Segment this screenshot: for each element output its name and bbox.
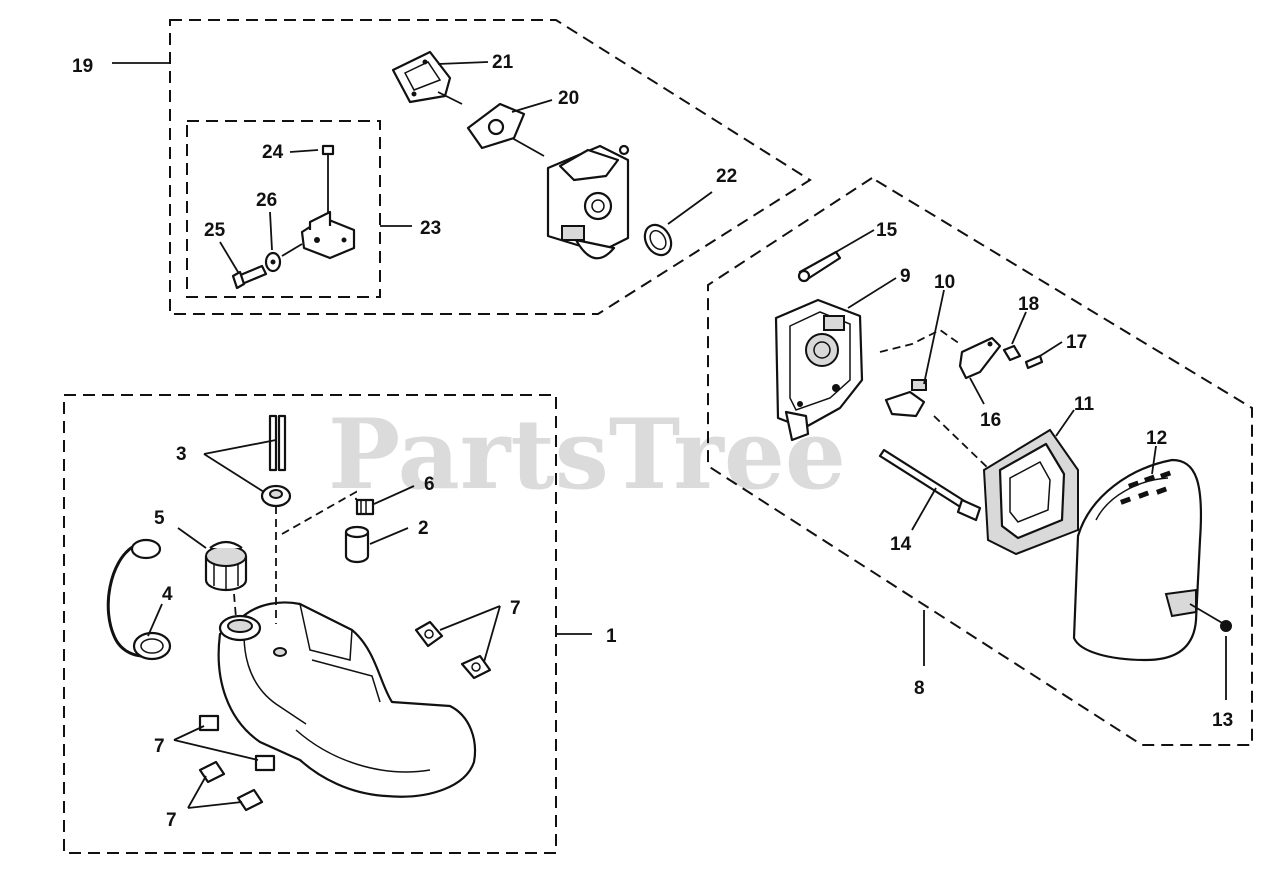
callout-9: 9 [900, 266, 911, 287]
leader-14 [911, 487, 937, 531]
throttle-bracket-boundary [186, 120, 381, 298]
callout-12: 12 [1146, 428, 1167, 449]
carburetor-assembly-boundary [169, 19, 812, 315]
callout-11: 11 [1074, 394, 1095, 415]
gasket-part-21[interactable] [391, 50, 452, 104]
callout-3: 3 [176, 444, 187, 465]
leader-9 [847, 277, 897, 309]
assembly-line-cap [233, 593, 237, 619]
leader-7-lower-c [187, 775, 207, 809]
callout-4: 4 [162, 584, 173, 605]
grommet-part-7-lower-a[interactable] [198, 714, 220, 732]
fuel-cap-part-5[interactable] [204, 540, 248, 592]
leader-7-lower-b [173, 739, 259, 761]
screw-part-24[interactable] [321, 144, 335, 212]
callout-17: 17 [1066, 332, 1087, 353]
filter-weight-part-2[interactable] [344, 525, 370, 564]
callout-21: 21 [492, 52, 514, 73]
leader-22 [667, 191, 713, 225]
fuel-tank-body[interactable] [217, 601, 476, 798]
callout-7-lower: 7 [166, 810, 177, 831]
leader-15 [835, 229, 875, 253]
callout-22: 22 [716, 166, 737, 187]
callout-16: 16 [980, 410, 1001, 431]
callout-5: 5 [154, 508, 165, 529]
leader-4 [147, 603, 163, 637]
leader-16 [969, 377, 985, 405]
leader-7-lower-a [173, 725, 205, 741]
filter-part-6[interactable] [355, 498, 375, 516]
leader-7-upper-b [483, 605, 501, 663]
cap-retainer-part-4[interactable] [106, 538, 172, 661]
washer-part-18[interactable] [1002, 344, 1022, 362]
leader-17 [1039, 341, 1063, 357]
callout-7-upper: 7 [510, 598, 521, 619]
fuel-line-part-3[interactable] [260, 414, 292, 508]
leader-21 [437, 61, 489, 65]
callout-26: 26 [256, 190, 277, 211]
leader-11 [1055, 409, 1075, 437]
leader-2 [369, 527, 409, 545]
leader-20b [511, 137, 545, 157]
callout-25: 25 [204, 220, 226, 241]
leader-24 [289, 149, 319, 153]
leader-18 [1011, 311, 1027, 345]
leader-5 [177, 527, 207, 549]
callout-7-middle: 7 [154, 736, 165, 757]
air-filter-element-part-11[interactable] [982, 428, 1079, 556]
callout-14: 14 [890, 534, 912, 555]
callout-20: 20 [558, 88, 579, 109]
leader-7-lower-d [187, 801, 243, 809]
fuel-tank-group [63, 394, 592, 854]
callout-10: 10 [934, 272, 955, 293]
leader-20 [511, 99, 553, 113]
cover-screw-part-13[interactable] [1189, 603, 1232, 632]
bracket-part-23[interactable] [300, 210, 356, 260]
leader-21b [437, 91, 463, 105]
leader-25 [219, 241, 239, 273]
grommet-part-7-upper-a[interactable] [414, 620, 444, 648]
choke-shutter-part-16[interactable] [958, 336, 1002, 380]
long-screw-part-14[interactable] [878, 448, 982, 522]
screw-part-25[interactable] [231, 264, 268, 290]
callout-6: 6 [424, 474, 435, 495]
grommet-part-7-lower-b[interactable] [254, 754, 276, 772]
callout-23: 23 [420, 218, 441, 239]
callout-15: 15 [876, 220, 898, 241]
air-filter-cover-part-12[interactable] [1072, 458, 1203, 662]
callout-1: 1 [606, 626, 617, 647]
callout-2: 2 [418, 518, 429, 539]
leader-3a [203, 439, 277, 455]
leader-6 [373, 485, 415, 505]
air-filter-base-part-9[interactable] [774, 298, 864, 442]
leader-12 [1151, 445, 1157, 475]
callout-8: 8 [914, 678, 925, 699]
grommet-part-7-upper-b[interactable] [460, 654, 492, 680]
screw-part-17[interactable] [1024, 354, 1044, 370]
leader-3b [203, 453, 265, 493]
choke-lever-part-15[interactable] [797, 250, 842, 283]
carburetor-body[interactable] [546, 144, 630, 260]
leader-7-upper-a [439, 605, 501, 631]
leader-10 [923, 289, 945, 385]
watermark: PartsTree [328, 398, 846, 511]
choke-plate-part-10[interactable] [884, 379, 927, 418]
insulator-part-20[interactable] [466, 102, 526, 150]
callout-18: 18 [1018, 294, 1039, 315]
callout-labels: 19 21 20 22 23 24 26 25 3 6 2 5 4 7 1 7 … [72, 52, 1233, 831]
air-filter-group [707, 176, 1253, 746]
callout-19: 19 [72, 56, 93, 77]
callout-13: 13 [1212, 710, 1233, 731]
assembly-line-filter [281, 490, 357, 535]
washer-part-26[interactable] [264, 251, 282, 273]
callout-24: 24 [262, 142, 284, 163]
carburetor-assembly-group [112, 19, 812, 315]
leader-bracket-washer [281, 243, 303, 257]
air-filter-boundary [707, 176, 1253, 746]
grommet-part-7-lower-d[interactable] [236, 788, 264, 812]
assembly-line-choke [879, 328, 961, 353]
leader-26 [269, 211, 273, 251]
ring-part-22[interactable] [640, 220, 677, 260]
